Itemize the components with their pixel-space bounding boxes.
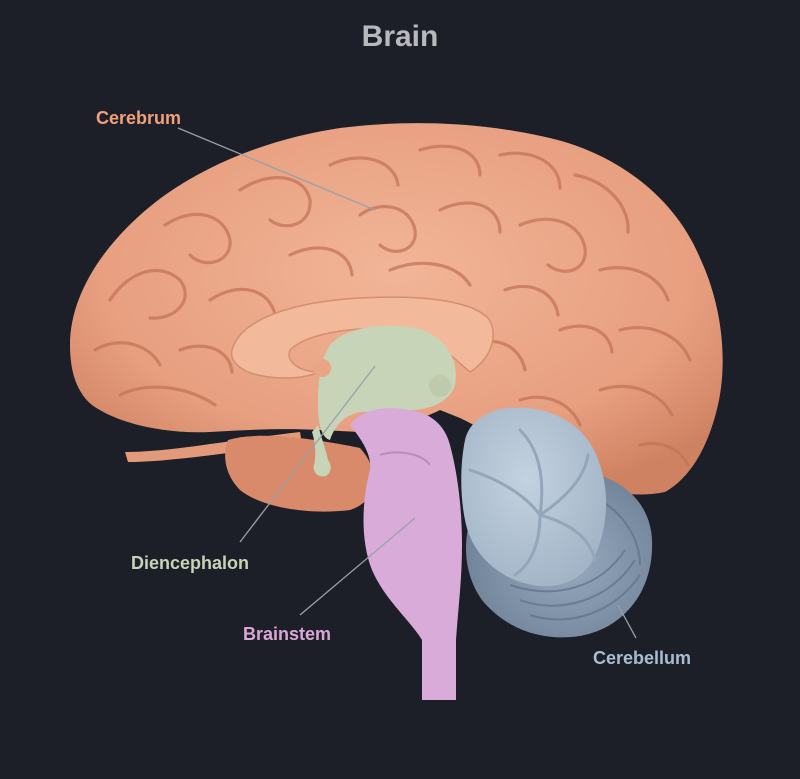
brainstem-region: [350, 408, 462, 700]
brainstem-body: [350, 408, 462, 700]
cerebellum-leader-line: [617, 604, 637, 639]
pons-texture: [379, 451, 431, 466]
diencephalon-region: [312, 325, 456, 477]
pituitary-stalk: [312, 425, 331, 477]
mammillary-body: [429, 375, 451, 397]
folia-texture: [509, 499, 641, 621]
temporal-lobe: [225, 435, 374, 512]
brainstem-label: Brainstem: [243, 624, 332, 644]
page-title: Brain: [361, 20, 439, 53]
cerebellum-label: Cerebellum: [593, 648, 692, 668]
arbor-vitae: [468, 428, 597, 577]
diencephalon-body: [318, 325, 456, 440]
diencephalon-label: Diencephalon: [131, 553, 250, 573]
cerebrum-label: Cerebrum: [96, 108, 182, 128]
pineal-gland: [313, 359, 331, 377]
cerebrum-leader-line: [177, 127, 376, 211]
cerebrum-region: [70, 123, 723, 512]
diencephalon-leader-line: [239, 365, 376, 543]
leader-lines: [177, 127, 637, 639]
brainstem-leader-line: [299, 517, 416, 616]
cerebellum-inner: [461, 407, 607, 587]
cerebellum-region: [461, 407, 653, 638]
